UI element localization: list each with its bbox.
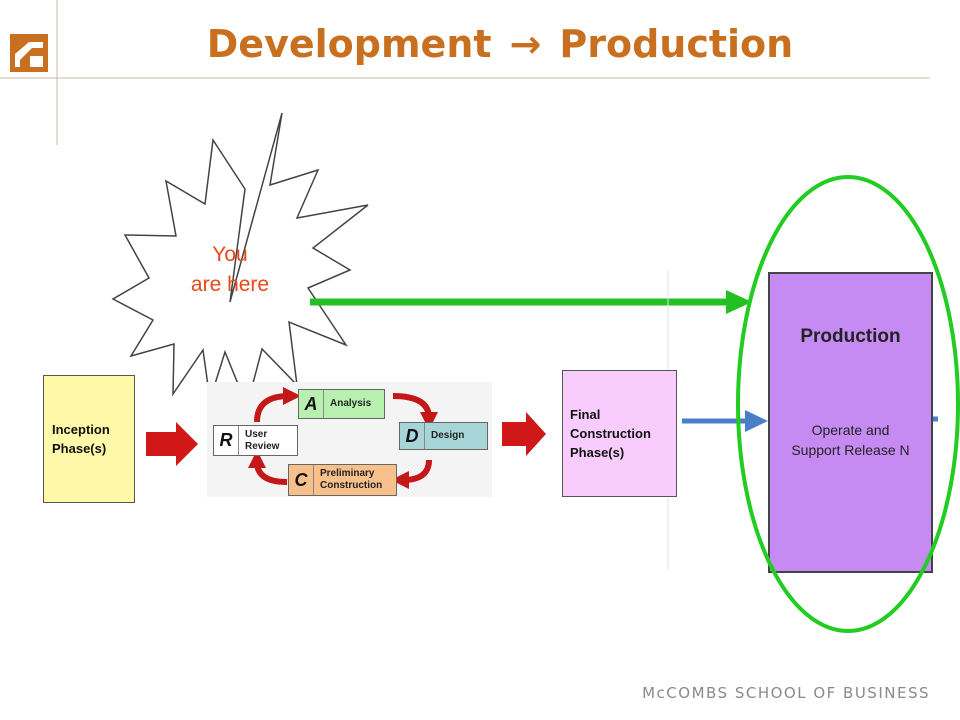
title-right: Production bbox=[559, 22, 794, 66]
page-title: Development → Production bbox=[150, 22, 850, 66]
review-line1: User bbox=[245, 428, 268, 440]
review-line2: Review bbox=[245, 440, 280, 452]
callout-line1: You bbox=[212, 243, 248, 266]
design-box: D Design bbox=[399, 422, 488, 450]
final-line2: Construction bbox=[570, 426, 651, 441]
construction-letter: C bbox=[289, 465, 314, 495]
inception-line2: Phase(s) bbox=[52, 441, 107, 456]
red-arrow-2 bbox=[502, 412, 546, 456]
production-box: Production Operate and Support Release N bbox=[768, 272, 933, 573]
callout-line2: are here bbox=[190, 273, 270, 296]
cycle-arrows bbox=[248, 387, 438, 489]
green-arrow bbox=[310, 290, 752, 314]
you-are-here-starburst bbox=[111, 112, 369, 409]
production-description: Operate and Support Release N bbox=[770, 420, 931, 460]
review-letter: R bbox=[214, 426, 239, 455]
final-line1: Final bbox=[570, 407, 601, 422]
school-footer: McCOMBS SCHOOL OF BUSINESS bbox=[642, 684, 930, 702]
construction-line2: Construction bbox=[320, 480, 383, 491]
inception-phase-box: Inception Phase(s) bbox=[43, 375, 135, 503]
analysis-box: A Analysis bbox=[298, 389, 385, 419]
title-arrow-icon: → bbox=[509, 22, 542, 66]
analysis-label: Analysis bbox=[330, 398, 372, 409]
review-label: User Review bbox=[239, 429, 279, 453]
analysis-letter: A bbox=[299, 390, 324, 418]
production-line1: Operate and bbox=[811, 422, 890, 438]
title-left: Development bbox=[206, 22, 492, 66]
inception-line1: Inception bbox=[52, 422, 110, 437]
final-construction-box: Final Construction Phase(s) bbox=[562, 370, 677, 497]
construction-label: Preliminary Construction bbox=[314, 468, 382, 492]
construction-line1: Preliminary bbox=[320, 468, 375, 479]
red-arrow-1 bbox=[146, 422, 198, 466]
production-title: Production bbox=[800, 326, 901, 347]
you-are-here-callout: You are here bbox=[170, 240, 290, 300]
user-review-box: R User Review bbox=[213, 425, 298, 456]
preliminary-construction-box: C Preliminary Construction bbox=[288, 464, 397, 496]
design-label: Design bbox=[431, 430, 465, 441]
mccombs-logo-icon bbox=[10, 34, 48, 72]
final-line3: Phase(s) bbox=[570, 445, 625, 460]
production-line2: Support Release N bbox=[791, 442, 910, 458]
design-letter: D bbox=[400, 423, 425, 449]
